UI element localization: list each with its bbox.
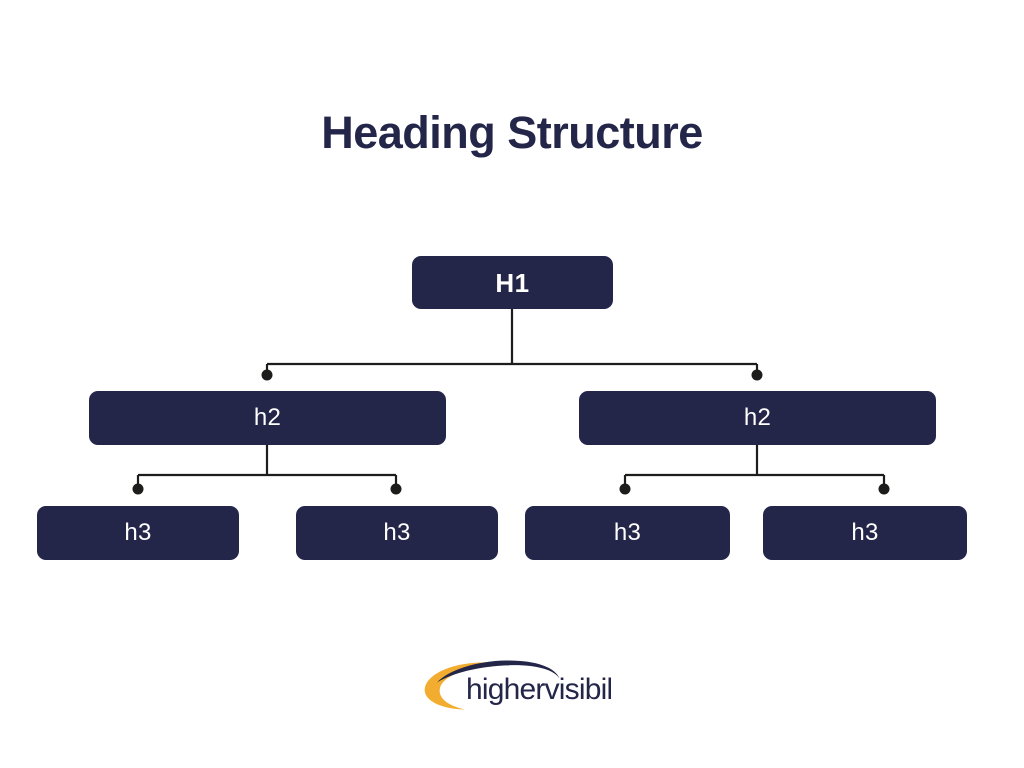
node-h1[interactable]: H1 bbox=[412, 256, 613, 309]
node-h2-1[interactable]: h2 bbox=[89, 391, 446, 445]
page-title: Heading Structure bbox=[321, 107, 703, 158]
node-h2-2[interactable]: h2 bbox=[579, 391, 936, 445]
node-h3-1[interactable]: h3 bbox=[37, 506, 239, 560]
logo-swoosh-navy bbox=[437, 660, 560, 683]
node-h3-2[interactable]: h3 bbox=[296, 506, 498, 560]
highervisibility-logo: highervisibility bbox=[424, 660, 611, 710]
logo-wordmark: highervisibility bbox=[466, 673, 611, 706]
node-h3-3[interactable]: h3 bbox=[525, 506, 730, 560]
logo-swoosh-gold bbox=[424, 662, 491, 710]
node-h3-4[interactable]: h3 bbox=[763, 506, 967, 560]
